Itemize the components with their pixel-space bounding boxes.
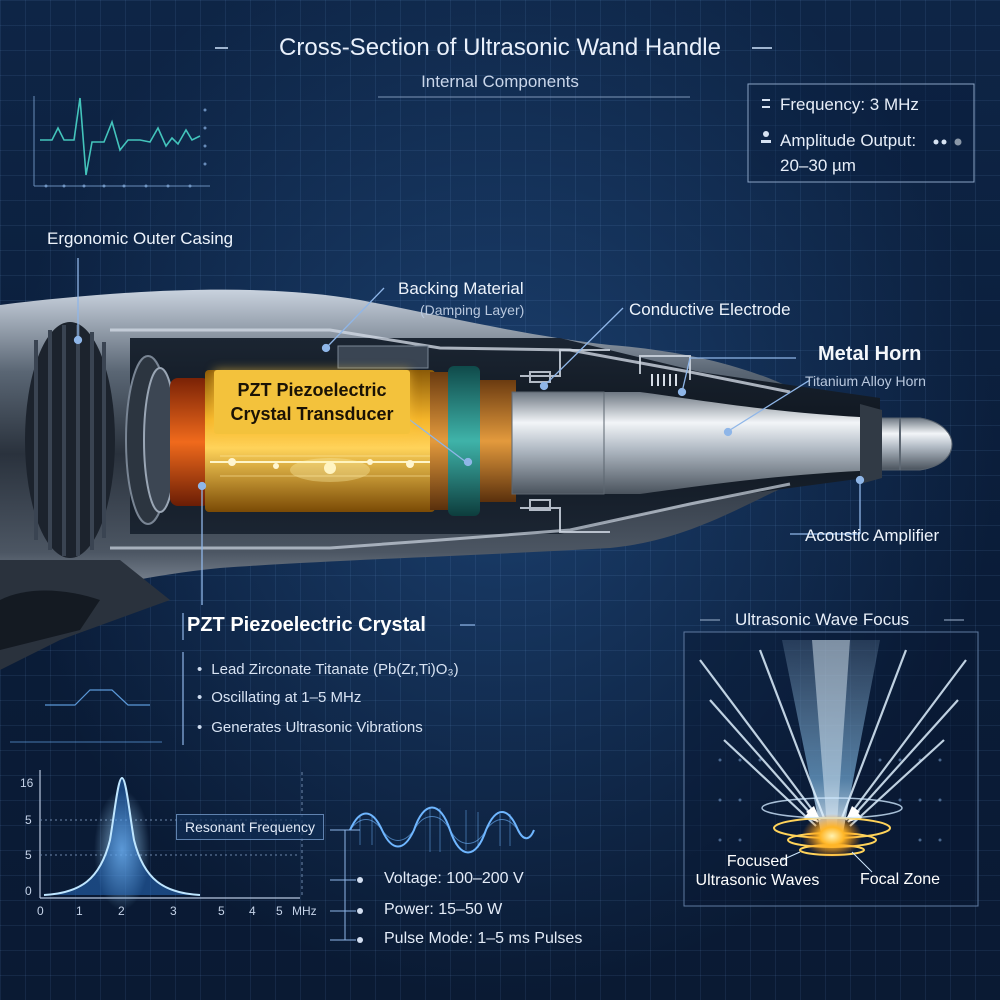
resonant-frequency-label: Resonant Frequency — [176, 814, 324, 840]
y-tick-label: 16 — [20, 776, 34, 790]
horn-callout: Metal Horn — [818, 343, 922, 365]
horn-sub-callout: Titanium Alloy Horn — [805, 373, 926, 389]
resonance-graph — [39, 770, 360, 940]
x-tick-label: 2 — [118, 904, 125, 918]
crystal-heading: PZT Piezoelectric Crystal — [187, 614, 426, 636]
electrode-callout: Conductive Electrode — [629, 300, 791, 319]
casing-callout: Ergonomic Outer Casing — [47, 229, 234, 248]
x-tick-label: 3 — [170, 904, 177, 918]
diagram-subtitle: Internal Components — [421, 72, 579, 91]
amplitude-spec-label: Amplitude Output: — [780, 131, 917, 150]
power-param: Power: 15–50 W — [384, 901, 503, 918]
x-tick-label: 5 — [218, 904, 225, 918]
x-axis-unit: MHz — [292, 904, 317, 918]
crystal-bullet-vibrations: Generates Ultrasonic Vibrations — [197, 719, 423, 736]
crystal-bullet-material: Lead Zirconate Titanate (Pb(Zr,Ti)O₃) — [197, 661, 458, 678]
y-tick-label: 0 — [25, 884, 32, 898]
backing-sub-callout: (Damping Layer) — [420, 302, 525, 318]
frequency-spec: Frequency: 3 MHz — [780, 95, 919, 114]
y-tick-label: 5 — [25, 848, 32, 862]
voltage-param: Voltage: 100–200 V — [384, 870, 524, 887]
backing-callout: Backing Material — [398, 279, 524, 298]
crystal-bullet-oscillation: Oscillating at 1–5 MHz — [197, 689, 361, 706]
y-tick-label: 5 — [25, 813, 32, 827]
pulse-mode-param: Pulse Mode: 1–5 ms Pulses — [384, 930, 583, 947]
focal-zone-label: Focal Zone — [860, 871, 941, 888]
x-tick-label: 5 — [276, 904, 283, 918]
amplifier-callout: Acoustic Amplifier — [805, 526, 940, 545]
focused-waves-label: Focused Ultrasonic Waves — [695, 853, 820, 889]
x-tick-label: 1 — [76, 904, 83, 918]
x-tick-label: 0 — [37, 904, 44, 918]
focus-panel-title: Ultrasonic Wave Focus — [735, 610, 910, 629]
amplitude-spec-value: 20–30 µm — [780, 156, 856, 175]
focus-panel — [683, 619, 979, 907]
crystal-transducer-label: PZT Piezoelectric Crystal Transducer — [214, 370, 410, 434]
x-tick-label: 4 — [249, 904, 256, 918]
diagram-title: Cross-Section of Ultrasonic Wand Handle — [279, 34, 721, 61]
